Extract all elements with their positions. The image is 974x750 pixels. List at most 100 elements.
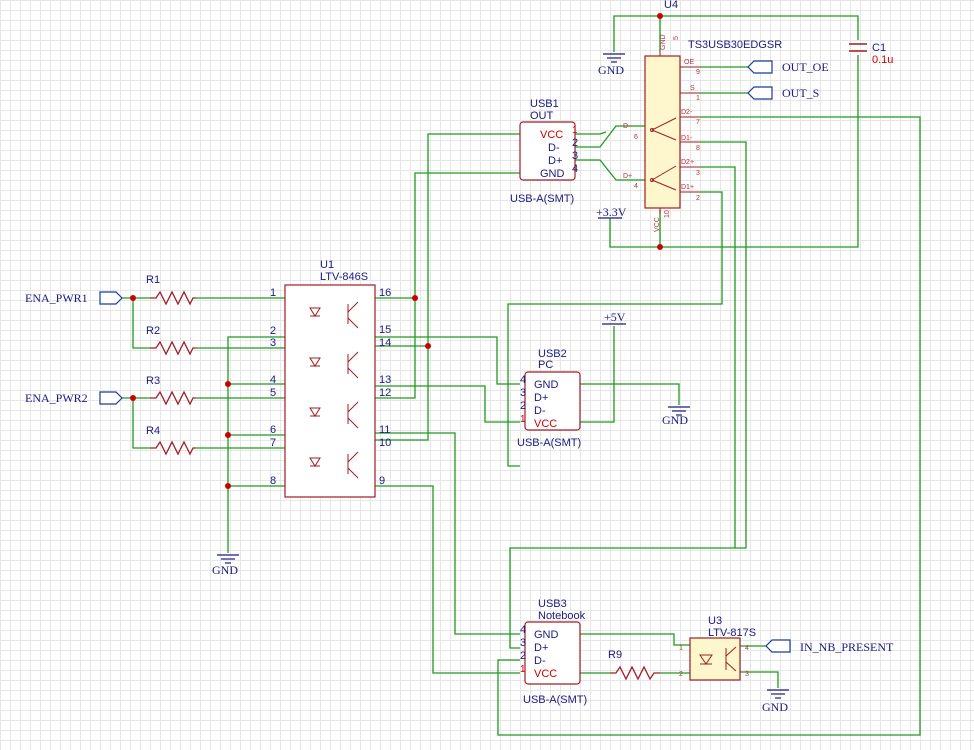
wire-gnd-bus [227, 336, 285, 553]
usb3-pin-num: 1 [520, 664, 526, 675]
junction [412, 295, 418, 301]
port-ena-pwr2[interactable] [99, 391, 123, 405]
u4-pin-gnd: GND [660, 34, 667, 50]
c1-ref: C1 [872, 42, 886, 54]
junction [225, 483, 231, 489]
usb3-connector[interactable]: USB3 Notebook GND D+ D- VCC 4 3 2 1 USB-… [520, 598, 587, 706]
net-ena-pwr2: ENA_PWR2 [25, 391, 88, 405]
usb3-ref: USB3 [538, 598, 567, 610]
u1-pin: 13 [379, 374, 391, 386]
u4-pin-s-num: 1 [696, 95, 700, 102]
u4-pin-d2m: D2- [681, 109, 693, 116]
junction [225, 432, 231, 438]
wire-u1-9 [375, 485, 520, 674]
u4-pin-d2p-num: 3 [696, 170, 700, 177]
u4-ref: U4 [664, 0, 678, 11]
r3-zigzag[interactable] [150, 390, 196, 406]
u1-channel [309, 451, 359, 479]
r1-zigzag[interactable] [150, 290, 196, 306]
usb2-pin-num: 1 [520, 414, 526, 425]
r9-zigzag[interactable] [610, 665, 660, 681]
u4-pin-d1p: D1+ [681, 184, 694, 191]
port-out-s[interactable] [747, 86, 773, 100]
port-out-oe[interactable] [747, 60, 773, 74]
wire-usb1-dplus [575, 159, 645, 181]
wire-usb1-vcc [575, 131, 607, 135]
u4-part: TS3USB30EDGSR [688, 39, 782, 51]
u4-pin-s: S [690, 85, 695, 92]
u1-pin: 4 [270, 374, 276, 386]
u1-optocoupler[interactable]: U1 LTV-846S 1 2 3 4 5 6 7 8 16 15 14 13 … [270, 259, 391, 498]
r2-zigzag[interactable] [150, 340, 196, 356]
u4-pin-gnd-num: 5 [673, 36, 680, 40]
wire-u1-11 [375, 432, 520, 635]
u1-pin: 16 [379, 287, 391, 299]
gnd-symbol [767, 689, 789, 699]
u3-optocoupler[interactable]: U3 LTV-817S 1 2 4 3 [679, 615, 756, 681]
wire-u1-14-10 [375, 345, 429, 441]
usb2-pin-name: D- [534, 405, 546, 417]
u1-pin: 8 [270, 475, 276, 487]
wire-d2plus [700, 166, 736, 548]
usb1-ref: USB1 [530, 98, 559, 110]
usb2-pin-name: D+ [534, 392, 548, 404]
junction [657, 13, 663, 19]
u1-pin: 15 [379, 324, 391, 336]
u1-pin: 2 [270, 325, 276, 337]
junction [425, 343, 431, 349]
u1-part: LTV-846S [320, 271, 368, 283]
u1-channels [309, 301, 359, 479]
u3-pin: 2 [679, 671, 683, 678]
u4-pin-d1m: D1- [681, 135, 693, 142]
c1-value: 0.1u [872, 54, 893, 66]
u1-channel [309, 301, 359, 329]
p5v-label: +5V [604, 310, 626, 324]
r2-ref: R2 [146, 325, 160, 337]
u4-pin-oe: OE [684, 59, 694, 66]
u3-ref: U3 [708, 615, 722, 627]
wire-u4-gnd [613, 15, 661, 52]
u1-pin: 11 [379, 424, 390, 436]
u1-pin: 14 [379, 337, 391, 349]
c1-capacitor[interactable]: C1 0.1u [849, 42, 893, 66]
u4-pin-d2m-num: 7 [696, 119, 700, 126]
port-ena-pwr1[interactable] [99, 291, 123, 305]
junction [657, 244, 663, 250]
u3-pin: 3 [745, 671, 749, 678]
r4-ref: R4 [146, 425, 160, 437]
u1-pin: 5 [270, 387, 276, 399]
u1-pin: 7 [270, 437, 276, 449]
u4-pin-d2p: D2+ [681, 159, 694, 166]
u1-ref: U1 [320, 259, 334, 271]
u4-pin-oe-num: 9 [696, 69, 700, 76]
usb1-pin-name: GND [540, 168, 565, 180]
u4-pin-dplus: D+ [623, 173, 632, 180]
net-ena-pwr1: ENA_PWR1 [25, 291, 88, 305]
port-in-nb-present[interactable] [765, 639, 791, 653]
u1-pin: 12 [379, 387, 391, 399]
usb2-connector[interactable]: USB2 PC GND D+ D- VCC 4 3 2 1 USB-A(SMT) [517, 348, 581, 449]
wire-u1-16-12 [375, 297, 416, 399]
r3-ref: R3 [146, 375, 160, 387]
usb2-sub: PC [538, 359, 553, 371]
u4-ic[interactable]: U4 TS3USB30EDGSR GND 5 OE 9 S 1 D2- 7 D1… [623, 0, 782, 232]
r4-zigzag[interactable] [150, 440, 196, 456]
gnd-label: GND [598, 63, 624, 77]
wire-u4-vcc [609, 210, 661, 248]
gnd-symbol [217, 554, 239, 564]
wire-ena1-r2 [132, 298, 150, 349]
net-in-nb-present: IN_NB_PRESENT [800, 640, 894, 654]
r9-ref: R9 [608, 649, 622, 661]
u3-part: LTV-817S [708, 627, 756, 639]
usb1-pin-num: 3 [572, 150, 578, 162]
usb3-pin-name: D- [534, 655, 546, 667]
junctions [130, 13, 663, 489]
u4-pin-d1m-num: 8 [696, 145, 700, 152]
u4-pin-dplus-num: 4 [634, 183, 638, 190]
net-ports [99, 60, 791, 653]
usb1-pin-name: D- [548, 142, 560, 154]
wire-d1plus [507, 191, 723, 467]
usb3-pin-num: 3 [520, 637, 526, 649]
usb1-connector[interactable]: USB1 OUT VCC D- D+ GND 1 2 3 4 USB-A(SMT… [510, 98, 578, 205]
